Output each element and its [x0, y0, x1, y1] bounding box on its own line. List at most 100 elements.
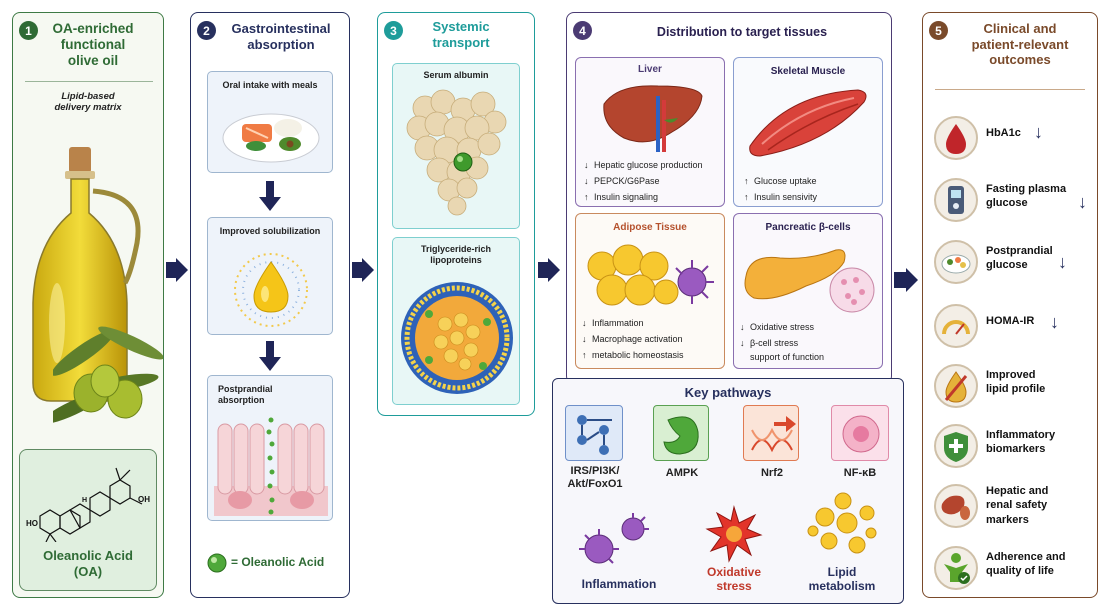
outcome-homa-ir: HOMA-IR ↓: [930, 302, 1100, 352]
down-arrow-1-icon: [259, 181, 281, 211]
postprandial-box: Postprandial absorption: [207, 375, 333, 521]
pancreas-title: Pancreatic β-cells: [765, 222, 851, 233]
irs-line2: Akt/FoxO1: [567, 478, 623, 491]
ampk-protein-icon: [663, 416, 699, 455]
flow-arrow-2-icon: [352, 258, 374, 282]
adipose-title: Adipose Tissue: [613, 222, 687, 233]
solubilization-label: Improved solubilization: [219, 226, 321, 236]
step-number-3: 3: [384, 21, 403, 40]
oa-legend-dot-icon: [207, 553, 227, 573]
effect-arrow: ↓: [740, 322, 745, 332]
outcome-line1: Adherence and: [986, 551, 1066, 563]
panel3-title-line1: Systemic: [432, 19, 490, 34]
adipose-effect-2: ↓ Macrophage activation: [582, 334, 683, 345]
gauge-icon: [934, 304, 978, 348]
divider: [935, 89, 1085, 90]
dna-arrow-icon: [751, 416, 796, 453]
panel-gi-absorption: 2 Gastrointestinal absorption Oral intak…: [190, 12, 350, 598]
effect-arrow: ↑: [744, 192, 749, 202]
ampk-tile: [653, 405, 709, 461]
panel5-title-line3: outcomes: [989, 52, 1051, 68]
effect-text: β-cell stress: [750, 338, 799, 348]
solubilization-box: Improved solubilization: [207, 217, 333, 335]
olives-icon: [53, 326, 163, 424]
outcome-label: Improved lipid profile: [986, 368, 1045, 397]
effect-arrow: ↓: [584, 160, 589, 170]
panel1-title-line2: functional: [60, 37, 126, 53]
decrease-arrow-icon: ↓: [1078, 192, 1087, 212]
outcome-line2: glucose: [986, 197, 1028, 210]
panel-target-tissues: 4 Distribution to target tissues Liver ↓…: [566, 12, 892, 384]
panel1-title: OA-enriched functional olive oil: [27, 21, 159, 70]
oleanolic-acid-box: HO OH H Oleanolic Acid (OA): [19, 449, 157, 591]
step-number-4: 4: [573, 21, 592, 40]
compound-line2: (OA): [73, 563, 103, 579]
adipose-cells-icon: [587, 244, 714, 306]
irs-line1: IRS/PI3K/: [570, 465, 620, 477]
decrease-arrow-icon: ↓: [1034, 122, 1043, 142]
outcome-line1: HbA1c: [986, 127, 1021, 139]
flow-arrow-3-icon: [538, 258, 560, 282]
effect-arrow: ↓: [584, 176, 589, 186]
outcome-line2: quality of life: [986, 565, 1054, 578]
outcome-postprandial-glucose: Postprandial glucose ↓: [930, 238, 1100, 288]
effect-arrow: ↓: [582, 334, 587, 344]
oxidative-stress-icon: [705, 505, 763, 563]
effect-arrow: ↑: [584, 192, 589, 202]
liver-title: Liver: [638, 64, 662, 75]
intestinal-villi-icon: [214, 417, 328, 516]
adipose-effect-3: ↑ metabolic homeostasis: [582, 350, 684, 361]
oxidative-line1: Oxidative: [706, 565, 762, 579]
outcome-line2: glucose: [986, 259, 1028, 272]
flow-arrow-1-icon: [166, 258, 188, 282]
effect-arrow: ↓: [582, 318, 587, 328]
postprandial-line2: absorption: [218, 394, 265, 405]
lipid-line2: metabolism: [808, 579, 876, 594]
lipoprotein-box: Triglyceride-rich lipoproteins: [392, 237, 520, 405]
effect-text: Inflammation: [592, 318, 644, 328]
outcome-label: Fasting plasma glucose: [986, 182, 1066, 211]
pancreas-icon: [744, 249, 875, 313]
glucometer-icon: [934, 178, 978, 222]
pancreas-effect-2: ↓ β-cell stress: [740, 338, 798, 349]
effect-arrow: ↓: [740, 338, 745, 348]
decrease-arrow-icon: ↓: [1058, 252, 1067, 272]
outcome-line1: Inflammatory: [986, 429, 1056, 441]
step-number-5: 5: [929, 21, 948, 40]
outcome-label: Hepatic and renal safety markers: [986, 484, 1048, 527]
outcome-line2: biomarkers: [986, 443, 1046, 456]
skeletal-muscle-icon: [749, 89, 867, 157]
panel2-title-line2: absorption: [247, 36, 315, 52]
ampk-label: AMPK: [665, 467, 699, 479]
subtitle-line1: Lipid-based: [61, 91, 115, 102]
nrf2-tile: [743, 405, 799, 461]
effect-text: metabolic homeostasis: [592, 350, 684, 360]
panel2-title: Gastrointestinal absorption: [217, 21, 345, 52]
panel1-title-line1: OA-enriched: [52, 21, 134, 36]
inflammation-label: Inflammation: [581, 577, 657, 591]
serum-albumin-label: Serum albumin: [423, 70, 489, 80]
panel3-title-line2: transport: [432, 34, 490, 50]
liver-effect-2: ↓ PEPCK/G6Pase: [584, 176, 660, 187]
effect-text: PEPCK/G6Pase: [594, 176, 660, 186]
liver-kidney-icon: [934, 484, 978, 528]
nrf2-label: Nrf2: [760, 467, 783, 479]
oxidative-line2: stress: [716, 579, 752, 594]
outcome-line1: Postprandial: [986, 245, 1053, 257]
panel5-title-line1: Clinical and: [983, 21, 1057, 36]
outcome-label: Postprandial glucose: [986, 244, 1053, 273]
panel5-title: Clinical and patient-relevant outcomes: [945, 21, 1095, 68]
divider: [25, 81, 153, 82]
step-number-1: 1: [19, 21, 38, 40]
effect-text: Hepatic glucose production: [594, 160, 703, 170]
down-arrow-2-icon: [259, 341, 281, 371]
effect-text: Glucose uptake: [754, 176, 817, 186]
compound-line1: Oleanolic Acid: [43, 548, 133, 563]
panel2-title-line1: Gastrointestinal: [231, 21, 331, 36]
effect-arrow: ↑: [582, 350, 587, 360]
subtitle-line2: delivery matrix: [54, 102, 122, 114]
cell-nucleus-icon: [842, 415, 880, 453]
effect-text: Macrophage activation: [592, 334, 683, 344]
effect-text: Oxidative stress: [750, 322, 815, 332]
outcome-line2: lipid profile: [986, 383, 1046, 396]
